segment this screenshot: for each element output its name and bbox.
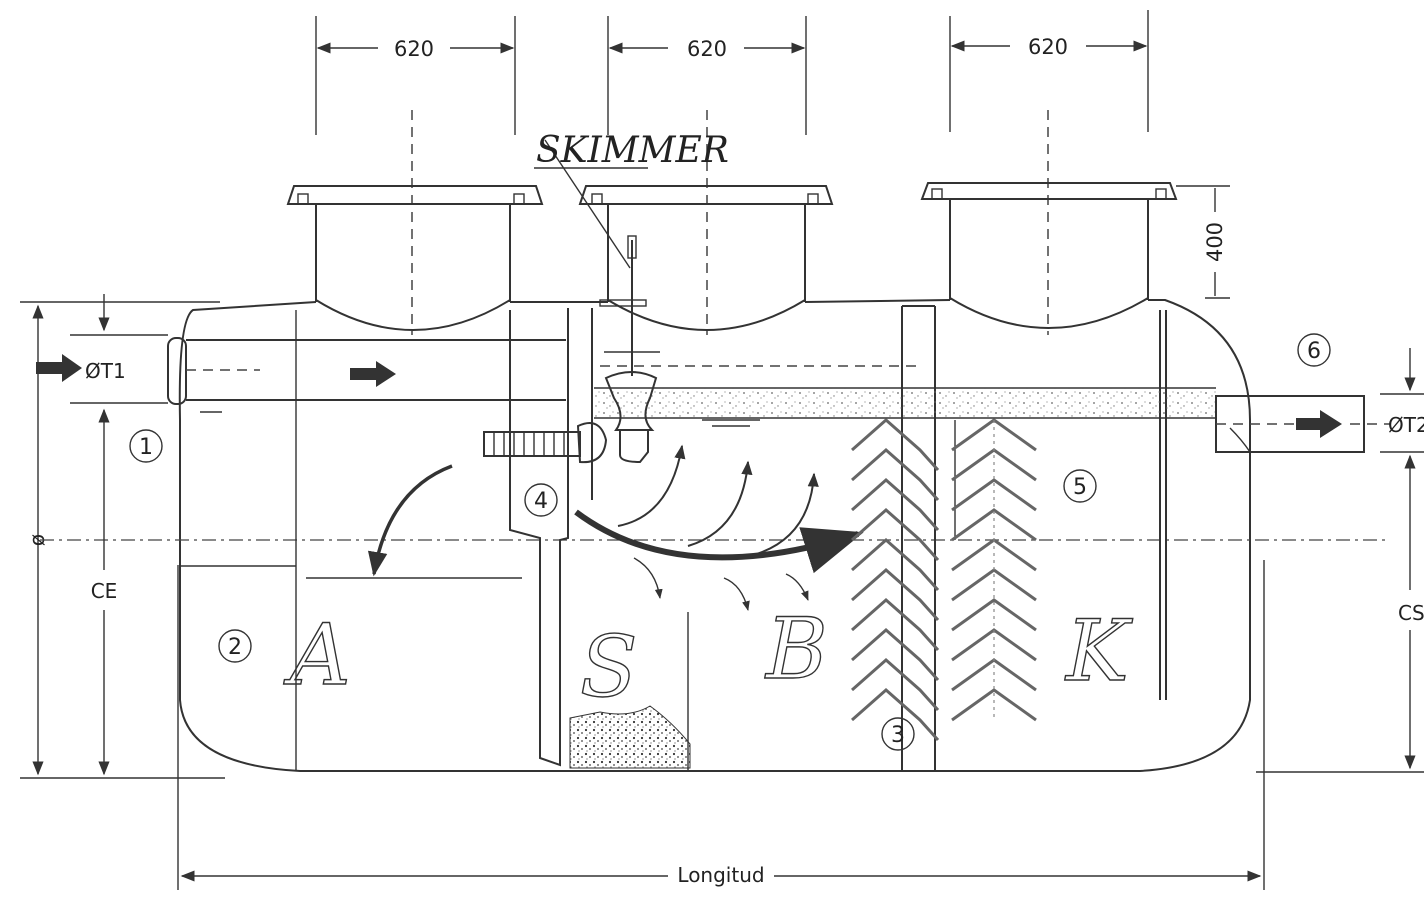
skimmer-device: SKIMMER: [534, 130, 729, 464]
callout-5-number: 5: [1073, 475, 1087, 500]
length-dimension: Longitud: [177, 560, 1265, 890]
inlet-pipe-flow-arrow: [350, 361, 396, 387]
callout-5: 5: [1063, 469, 1097, 503]
cover-dimension-1: 620: [315, 16, 516, 135]
access-neck-3: [920, 182, 1178, 329]
compartment-k-label: K: [1064, 602, 1133, 700]
callout-1-number: 1: [139, 435, 153, 460]
outlet-height-dimension: CS: [1256, 348, 1424, 773]
skimmer-label: SKIMMER: [536, 130, 729, 171]
compartment-b-label: B: [764, 600, 828, 698]
outlet-pipe-label: ØT2: [1388, 413, 1424, 437]
cover-width-label-2: 620: [687, 37, 727, 61]
callout-3-number: 3: [891, 723, 905, 748]
callout-4: 4: [524, 483, 558, 517]
cover-width-label-1: 620: [394, 37, 434, 61]
oil-layer: [594, 388, 1216, 418]
callout-6: 6: [1297, 333, 1331, 367]
outlet-height-label: CS: [1398, 601, 1424, 625]
callout-3: 3: [881, 717, 915, 751]
callout-6-number: 6: [1307, 339, 1321, 364]
tank-shell: [178, 299, 1251, 772]
sludge-weir: [509, 308, 569, 767]
outlet-pipe: ØT2: [1215, 395, 1424, 453]
callout-2-number: 2: [228, 635, 242, 660]
flow-arrows: [367, 419, 864, 611]
coalescing-wall: [901, 305, 936, 772]
coalescing-pack-right: [951, 418, 1037, 722]
inlet-height-dimension: CE: [91, 294, 118, 776]
callout-2: 2: [218, 629, 252, 663]
compartment-s-label: S: [580, 618, 638, 716]
cover-width-label-3: 620: [1028, 35, 1068, 59]
neck-height-label: 400: [1203, 222, 1227, 262]
cover-dimension-2: 620: [607, 16, 807, 135]
access-neck-2: [578, 185, 834, 331]
inlet-pipe: ØT1: [36, 334, 566, 405]
callout-4-number: 4: [534, 489, 548, 514]
compartment-a-label: A: [283, 606, 351, 704]
inlet-flow-arrow: [36, 354, 82, 382]
inlet-pipe-label: ØT1: [85, 359, 126, 383]
diameter-label: ø: [25, 534, 49, 546]
cover-dimension-3: 620: [949, 10, 1149, 132]
outlet-baffle: [1159, 310, 1167, 700]
access-neck-1: [286, 185, 544, 331]
diameter-dimension: ø: [20, 301, 225, 779]
inlet-height-label: CE: [91, 579, 118, 603]
sludge-deposit: [569, 705, 691, 769]
float-spring: [483, 431, 581, 457]
outlet-flow-arrow: [1296, 410, 1342, 438]
callout-1: 1: [129, 429, 163, 463]
coalescing-pack-left: [851, 417, 940, 742]
length-label: Longitud: [677, 863, 764, 887]
neck-height-dimension: 400: [1176, 185, 1230, 299]
